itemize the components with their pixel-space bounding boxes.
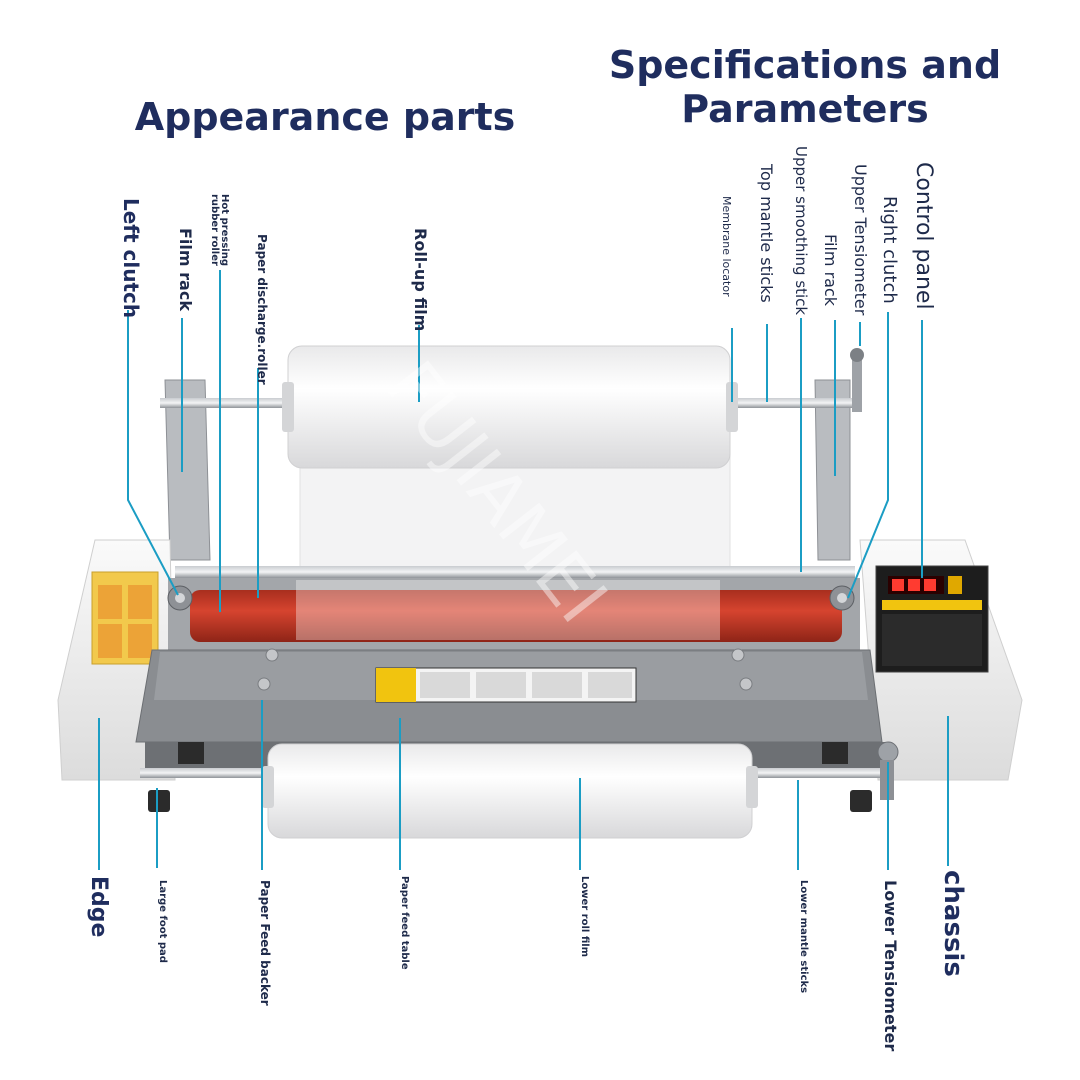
label-upper-smoothing-stick: Upper smoothing stick — [792, 146, 810, 316]
foot-pad-right — [850, 790, 872, 812]
label-membrane-locator: Membrane locator — [720, 196, 733, 297]
leader-lines — [98, 270, 949, 870]
label-hot-pressing-rubber-roller: Hot pressing rubber roller — [209, 194, 230, 266]
appearance-parts-title: Appearance parts — [134, 95, 516, 139]
upper-tensiometer-cap — [850, 348, 864, 362]
label-paper-discharge-roller: Paper discharge.roller — [255, 234, 269, 385]
label-large-foot-pad: Large foot pad — [157, 880, 168, 963]
top-roll-cap-left — [282, 382, 294, 432]
label-lower-tensiometer: Lower Tensiometer — [881, 880, 900, 1052]
label-paper-feed-table: Paper feed table — [399, 876, 410, 970]
hot-pressing-roller — [190, 590, 842, 642]
label-right-clutch: Right clutch — [879, 196, 900, 304]
label-chassis: chassis — [938, 870, 968, 977]
label-control-panel: Control panel — [911, 162, 936, 310]
top-roll-cap-right — [726, 382, 738, 432]
left-frame-arm — [164, 379, 211, 561]
upper-tensiometer-knob — [852, 352, 862, 412]
specifications-title: Specifications and Parameters — [608, 43, 1002, 131]
lower-film-roll — [267, 743, 753, 839]
label-edge: Edge — [86, 876, 111, 938]
foot-pad-left — [148, 790, 170, 812]
label-film-rack-left: Film rack — [176, 228, 195, 311]
lower-tensiometer-knob — [877, 741, 899, 763]
film-over-roller — [296, 580, 720, 640]
label-lower-mantle-sticks: Lower mantle sticks — [798, 880, 809, 994]
label-upper-tensiometer: Upper Tensiometer — [851, 164, 870, 316]
label-roll-up-film: Roll-up film — [411, 228, 430, 332]
right-frame-arm — [814, 379, 851, 561]
label-left-clutch: Left clutch — [119, 198, 143, 319]
label-film-rack-right: Film rack — [821, 234, 840, 307]
label-lower-roll-film: Lower roll film — [579, 876, 590, 958]
upper-smoothing-stick — [175, 566, 855, 578]
label-paper-feed-backer: Paper Feed backer — [258, 880, 272, 1006]
label-top-mantle-sticks: Top mantle sticks — [757, 164, 776, 303]
